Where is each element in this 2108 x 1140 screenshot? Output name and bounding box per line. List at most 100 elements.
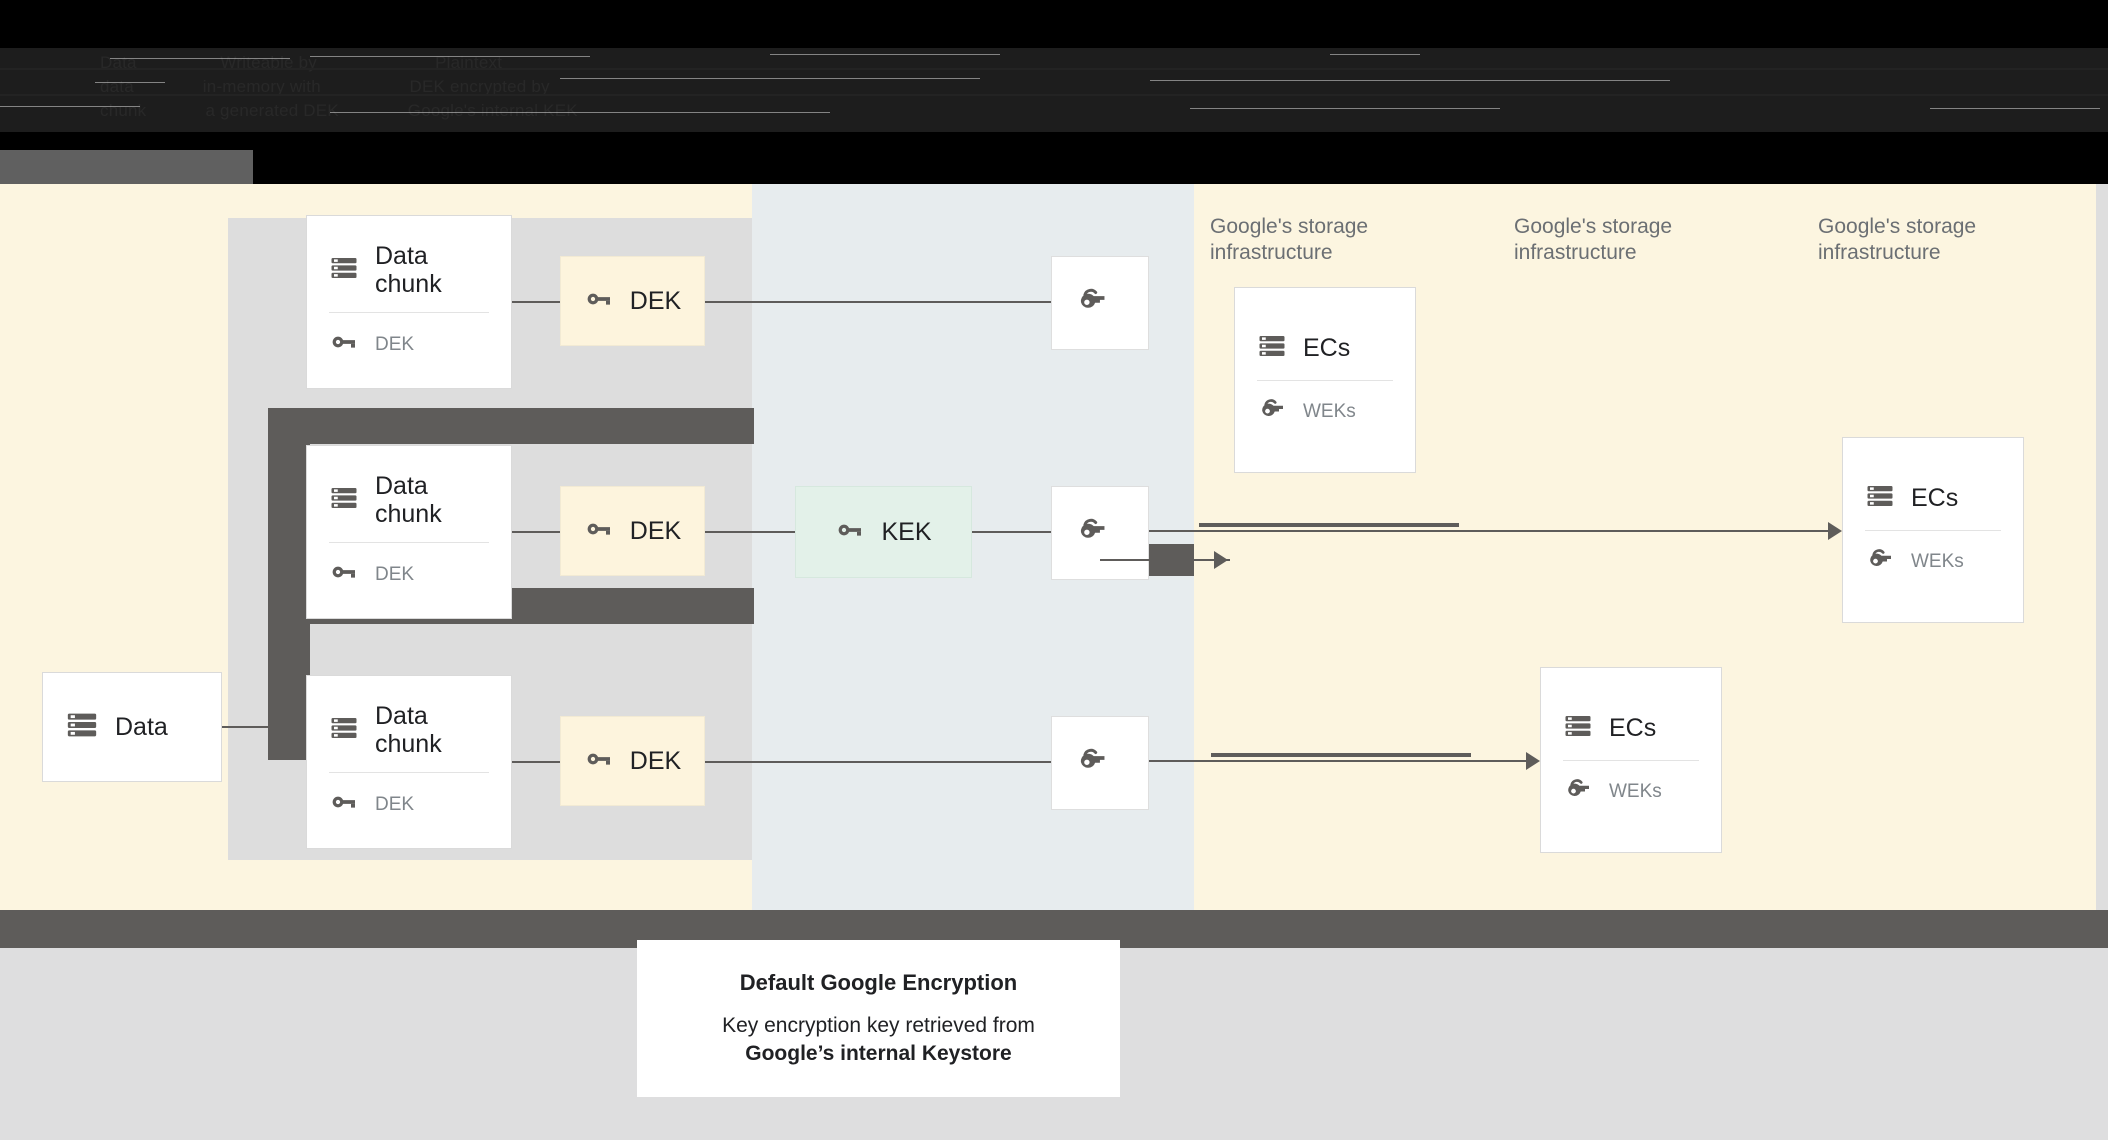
ec-key-label: WEKs (1303, 401, 1356, 422)
arrow-line-1 (1100, 559, 1230, 561)
chunk-title-row: Data chunk (307, 702, 511, 758)
server-stack-icon (329, 713, 359, 748)
server-stack-icon (1865, 481, 1895, 516)
ec-key-row: WEKs (1541, 775, 1721, 810)
card-divider (1563, 759, 1699, 761)
caption-body-line2: Google’s internal Keystore (745, 1041, 1012, 1065)
canvas-right-edge (2096, 184, 2108, 910)
caption-body: Key encryption key retrieved from Google… (722, 1012, 1035, 1068)
chunk-key-label: DEK (375, 563, 415, 585)
wrapped-key-icon (1075, 744, 1109, 783)
key-icon (584, 514, 614, 549)
data-source-card[interactable]: Data (42, 672, 222, 782)
wrapped-key-icon (1563, 775, 1593, 810)
server-stack-icon (329, 253, 359, 288)
data-chunk-card-3[interactable]: Data chunk DEK (306, 675, 512, 849)
ec-card-2[interactable]: ECs WEKs (1842, 437, 2024, 623)
chunk-title: Data chunk (375, 702, 442, 758)
header-smear (310, 56, 590, 57)
caption-title: Default Google Encryption (739, 969, 1018, 995)
header-artifact-line-1: Data Writeable by Plaintext (100, 53, 503, 72)
ec-key-label: WEKs (1911, 551, 1964, 572)
data-source-label: Data (115, 713, 168, 741)
wrapped-key-icon (1075, 514, 1109, 553)
server-stack-icon (329, 483, 359, 518)
arrow-thick-seg-3 (1211, 753, 1471, 757)
key-icon (329, 787, 359, 822)
wire-dek1-wk1 (705, 301, 1053, 303)
ec-key-row: WEKs (1843, 545, 2023, 580)
kek-chip[interactable]: KEK (795, 486, 972, 578)
chunk-title-row: Data chunk (307, 242, 511, 298)
kek-label: KEK (881, 517, 932, 546)
chunk-title: Data chunk (375, 472, 442, 528)
server-stack-icon (1563, 711, 1593, 746)
arrow-line-2 (1149, 530, 1839, 532)
key-icon (835, 515, 865, 550)
dek-chip-2[interactable]: DEK (560, 486, 705, 576)
card-divider (329, 542, 489, 543)
ec-title: ECs (1609, 714, 1657, 742)
header-smear (770, 54, 1000, 55)
data-source-row: Data (43, 708, 221, 747)
bracket-arm-bottom (268, 724, 310, 760)
wrapped-key-chip-2[interactable] (1051, 486, 1149, 580)
chunk-key-row: DEK (307, 557, 511, 592)
wrapped-key-icon (1865, 545, 1895, 580)
ec-key-label: WEKs (1609, 781, 1662, 802)
header-smear (110, 58, 290, 59)
ec-title-row: ECs (1541, 711, 1721, 746)
wrapped-key-icon (1257, 395, 1287, 430)
wire-data-to-bracket (222, 726, 312, 728)
header-smear (560, 78, 980, 79)
header-smear (330, 112, 830, 113)
header-smear (1330, 54, 1420, 55)
dek-label: DEK (629, 746, 682, 775)
ec-card-3[interactable]: ECs WEKs (1540, 667, 1722, 853)
dek-chip-3[interactable]: DEK (560, 716, 705, 806)
caption-card: Default Google Encryption Key encryption… (637, 940, 1120, 1097)
data-chunk-card-1[interactable]: Data chunk DEK (306, 215, 512, 389)
caption-body-line1: Key encryption key retrieved from (722, 1013, 1035, 1037)
chunk-title: Data chunk (375, 242, 442, 298)
card-divider (1865, 529, 2001, 531)
ec-card-1[interactable]: ECs WEKs (1234, 287, 1416, 473)
header-lower-strip (0, 132, 2108, 184)
server-stack-icon (1257, 331, 1287, 366)
header-smear (1150, 80, 1670, 81)
storage-label-1: Google's storage infrastructure (1210, 215, 1369, 264)
bracket-stem (268, 408, 310, 760)
card-divider (329, 772, 489, 773)
data-chunk-card-2[interactable]: Data chunk DEK (306, 445, 512, 619)
header-black-strip (0, 0, 2108, 48)
header-gray-tab (0, 150, 253, 184)
arrow-head-1 (1214, 551, 1228, 569)
server-stack-icon (65, 708, 99, 747)
dek-label: DEK (629, 516, 682, 545)
ec-title-row: ECs (1235, 331, 1415, 366)
wire-chunk2-dek2 (512, 531, 560, 533)
chunk-key-row: DEK (307, 327, 511, 362)
header-smear (0, 94, 2108, 96)
header-smear (1930, 108, 2100, 109)
card-divider (329, 312, 489, 313)
ec-key-row: WEKs (1235, 395, 1415, 430)
ec-title: ECs (1911, 484, 1959, 512)
wrapped-key-chip-3[interactable] (1051, 716, 1149, 810)
header-smear (1190, 108, 1500, 109)
chunk-title-row: Data chunk (307, 472, 511, 528)
dek-chip-1[interactable]: DEK (560, 256, 705, 346)
header-artifact-line-2: data in-memory with DEK encrypted by (100, 77, 550, 96)
dek-label: DEK (629, 286, 682, 315)
arrow-head-2 (1828, 522, 1842, 540)
chunk-key-label: DEK (375, 793, 415, 815)
header-smear (0, 106, 140, 107)
wrapped-key-chip-1[interactable] (1051, 256, 1149, 350)
wrapped-key-icon (1075, 284, 1109, 323)
key-icon (329, 327, 359, 362)
ec-title: ECs (1303, 334, 1351, 362)
card-divider (1257, 379, 1393, 381)
arrow-thick-seg-2 (1199, 523, 1459, 527)
chunk-key-row: DEK (307, 787, 511, 822)
